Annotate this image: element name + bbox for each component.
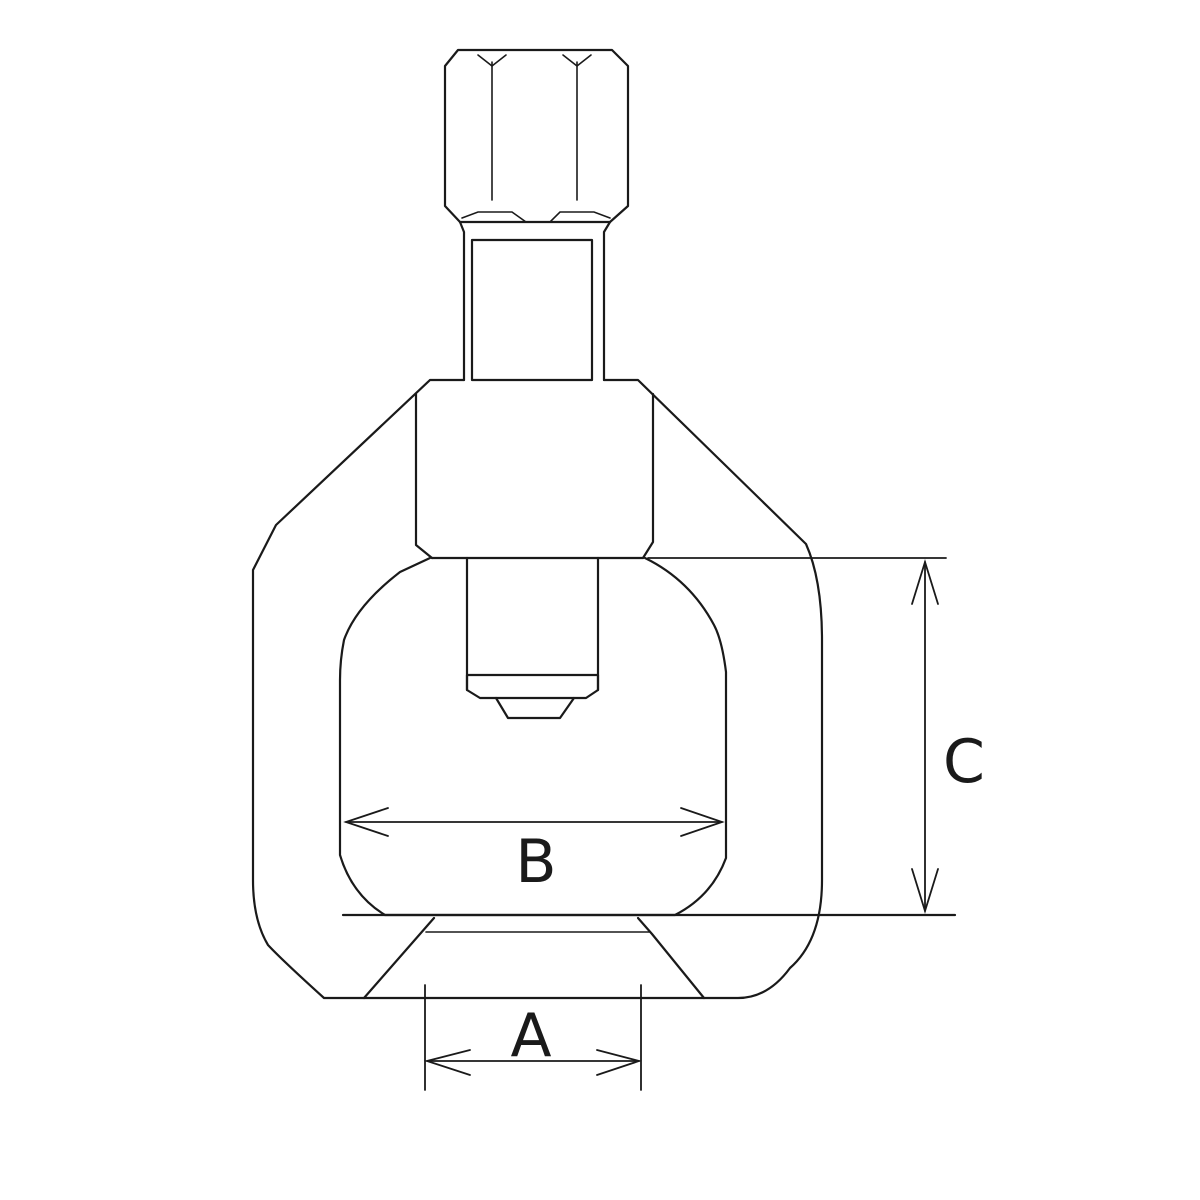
body-outline [251, 378, 824, 1000]
dimension-b-label: B [515, 827, 556, 897]
dimension-c-label: C [943, 727, 985, 797]
dimension-c: C [647, 557, 985, 915]
dimension-a: A [423, 984, 643, 1091]
swivel-bolt [465, 556, 600, 720]
dimension-a-label: A [510, 1001, 551, 1071]
base-chamfer [341, 913, 957, 1000]
collar [414, 392, 655, 560]
dimension-b: B [343, 807, 725, 897]
hex-nut [443, 48, 630, 224]
stem [458, 220, 612, 382]
